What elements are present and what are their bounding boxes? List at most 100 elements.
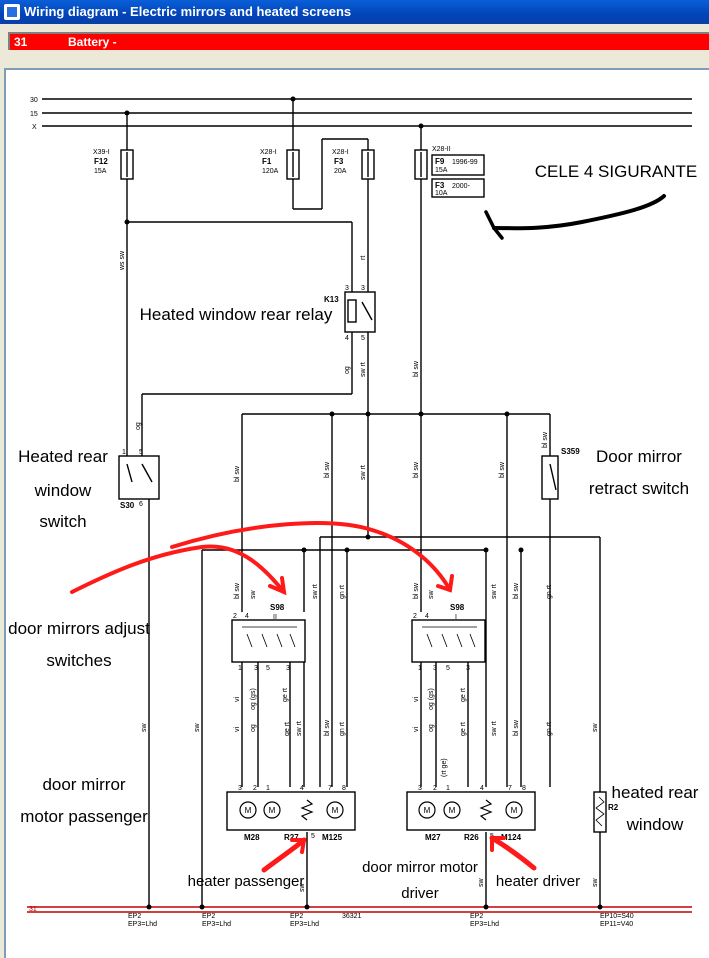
ml-p1: 1 xyxy=(266,785,270,792)
relay-k13-id: K13 xyxy=(324,295,339,304)
rail-x-label: X xyxy=(32,124,37,131)
red-arrow-icon xyxy=(261,837,307,873)
mr-p8: 8 xyxy=(522,785,526,792)
mr-p4: 4 xyxy=(480,785,484,792)
switch-s30-pin6: 6 xyxy=(139,501,143,508)
fuse-f9-years: 1996-99 xyxy=(452,159,478,166)
fuse-f1-conn: X28-I xyxy=(260,149,277,156)
s98l-p5: 5 xyxy=(266,665,270,672)
annotation-motor-p-1: door mirror xyxy=(42,775,125,794)
fuse-f1-rating: 120A xyxy=(262,168,279,175)
annotation-adjust-1: door mirrors adjust xyxy=(8,619,150,638)
mr-p3: 3 xyxy=(418,785,422,792)
fuse-f12-id: F12 xyxy=(94,157,108,166)
ground-label: EP2 xyxy=(290,913,303,920)
wire-label: bl sw xyxy=(413,360,420,377)
wire-label: rt xyxy=(360,256,367,260)
s98l-p3b: 3 xyxy=(286,665,290,672)
wire-label: ge rt xyxy=(460,688,467,702)
relay-pin-4: 4 xyxy=(345,335,349,342)
s98r-p3: 3 xyxy=(433,665,437,672)
fuse-f3b-id: F3 xyxy=(435,181,445,190)
section-toolbar: 31 Battery - xyxy=(0,24,709,62)
relay-pin-3b: 3 xyxy=(361,285,365,292)
wiring-diagram-svg: MMM MMM 30 15 X X39-I F12 15A X28-I F1 1… xyxy=(8,96,699,928)
wire-label: ws sw xyxy=(119,250,126,271)
ml-p5: 5 xyxy=(311,833,315,840)
annotation-rear-win-1: heated rear xyxy=(612,783,699,802)
wire-label: (rt ge) xyxy=(441,758,448,777)
annotation-rear-win-2: window xyxy=(626,815,684,834)
s98r-p4: 4 xyxy=(425,613,429,620)
black-arrow-head-icon xyxy=(484,210,504,240)
wire-label: og xyxy=(135,422,142,430)
fuse-f3a-conn: X28-I xyxy=(332,149,349,156)
annotation-rear-switch-1: Heated rear xyxy=(18,447,108,466)
wire-label: og xyxy=(428,724,435,732)
wire-label: sw rt xyxy=(360,465,367,480)
annotation-motor-d-1: door mirror motor xyxy=(362,859,478,876)
wire-label: og xyxy=(250,724,257,732)
switch-s98-right-sub: I xyxy=(455,614,457,621)
annotation-relay: Heated window rear relay xyxy=(140,305,333,324)
window-title: Wiring diagram - Electric mirrors and he… xyxy=(24,4,352,19)
relay-pin-5: 5 xyxy=(361,335,365,342)
fuse-f12-rating: 15A xyxy=(94,168,107,175)
svg-text:M: M xyxy=(332,806,339,815)
red-arrow-head-icon xyxy=(268,576,287,596)
wire-label: sw rt xyxy=(491,721,498,736)
rail-30-label: 30 xyxy=(30,97,38,104)
wire-label: ge rt xyxy=(460,722,467,736)
wire-label: gn rt xyxy=(339,722,346,736)
fuse-f9-id: F9 xyxy=(435,157,445,166)
heater-r26-id: R26 xyxy=(464,833,479,842)
annotation-heater-p: heater passenger xyxy=(188,873,305,890)
wire-label: bl sw xyxy=(513,582,520,599)
wire-label: og xyxy=(344,366,351,374)
fuse-f3b-years: 2000- xyxy=(452,183,471,190)
motor-m28-id: M28 xyxy=(244,833,260,842)
section-number: 31 xyxy=(14,35,28,49)
s98l-p4: 4 xyxy=(245,613,249,620)
ground-31-label: 31 xyxy=(29,906,37,913)
mr-p7: 7 xyxy=(508,785,512,792)
wire-label: sw rt xyxy=(360,362,367,377)
ml-p2: 2 xyxy=(253,785,257,792)
wire-label: gn rt xyxy=(546,722,553,736)
wire-label: bl sw xyxy=(324,461,331,478)
heater-r27-id: R27 xyxy=(284,833,299,842)
wire-label: sw rt xyxy=(491,584,498,599)
switch-s30-pin1: 1 xyxy=(122,449,126,456)
annotation-rear-switch-2: window xyxy=(34,481,92,500)
section-selector[interactable]: 31 Battery - xyxy=(8,32,709,50)
ml-p7: 7 xyxy=(328,785,332,792)
black-arrow-icon xyxy=(492,194,666,231)
svg-text:M: M xyxy=(511,806,518,815)
annotation-motor-p-2: motor passenger xyxy=(20,807,148,826)
s98l-p3: 3 xyxy=(254,665,258,672)
wire-label: og (gs) xyxy=(428,688,435,710)
wire-label: bl sw xyxy=(234,582,241,599)
fuse-f3a-id: F3 xyxy=(334,157,344,166)
mr-p1: 1 xyxy=(446,785,450,792)
ground-label: EP2 xyxy=(128,913,141,920)
title-bar: Wiring diagram - Electric mirrors and he… xyxy=(0,0,709,24)
fuse-f3a-rating: 20A xyxy=(334,168,347,175)
wire-label: sw rt xyxy=(296,721,303,736)
wire-label: sw xyxy=(592,878,599,888)
red-arrow-head-icon xyxy=(490,836,506,852)
ground-label: EP3=Lhd xyxy=(470,921,499,928)
ml-p3: 3 xyxy=(238,785,242,792)
annotation-retract-1: Door mirror xyxy=(596,447,682,466)
red-arrow-head-icon xyxy=(436,574,454,593)
s98l-p2: 2 xyxy=(233,613,237,620)
ground-label: EP2 xyxy=(202,913,215,920)
annotation-rear-switch-3: switch xyxy=(39,512,86,531)
red-arrow-icon xyxy=(170,521,452,592)
svg-text:M: M xyxy=(269,806,276,815)
red-arrow-head-icon xyxy=(290,838,307,854)
switch-s359-id: S359 xyxy=(561,447,580,456)
ml-p4: 4 xyxy=(300,785,304,792)
wire-label: ge rt xyxy=(282,688,289,702)
wire-label: gn rt xyxy=(339,585,346,599)
